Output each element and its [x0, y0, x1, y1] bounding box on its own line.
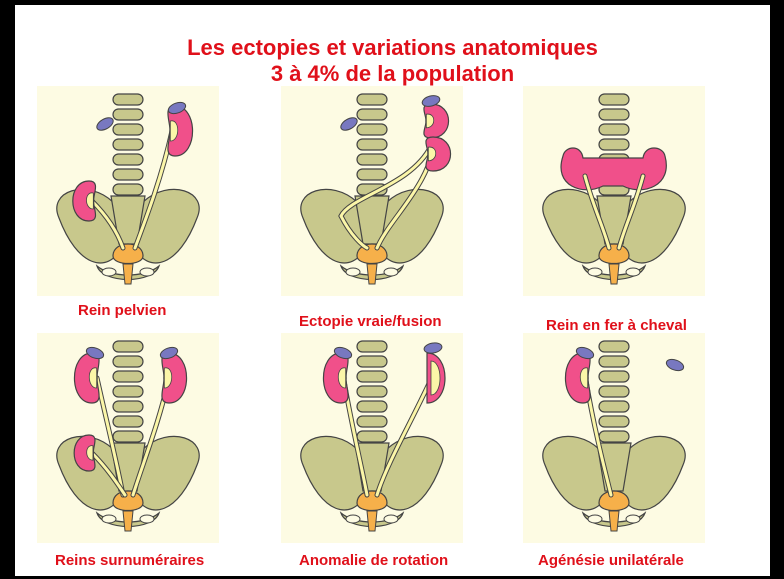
illustration-reins-surnumeraires [37, 333, 219, 543]
caption-anomalie-rotation: Anomalie de rotation [299, 552, 448, 569]
caption-fer-a-cheval: Rein en fer à cheval [546, 317, 687, 334]
vertebra [599, 416, 629, 427]
caption-rein-pelvien: Rein pelvien [78, 302, 166, 319]
panel-ectopie-vraie [281, 86, 463, 296]
caption-agenesie: Agénésie unilatérale [538, 552, 684, 569]
urethra [367, 511, 377, 531]
vertebra [357, 109, 387, 120]
vertebra [113, 431, 143, 442]
panel-rein-pelvien [37, 86, 219, 296]
slide-subtitle: 3 à 4% de la population [15, 61, 770, 87]
vertebra [357, 139, 387, 150]
caption-reins-surnumeraires: Reins surnuméraires [55, 552, 204, 569]
urethra [367, 264, 377, 284]
vertebra [357, 341, 387, 352]
obturator-foramen [102, 268, 116, 276]
obturator-foramen [102, 515, 116, 523]
illustration-anomalie-rotation [281, 333, 463, 543]
caption-ectopie-vraie: Ectopie vraie/fusion [299, 313, 442, 330]
panel-fer-a-cheval [523, 86, 705, 296]
panel-anomalie-rotation [281, 333, 463, 543]
bladder [113, 244, 143, 264]
vertebra [599, 371, 629, 382]
urethra [123, 511, 133, 531]
obturator-foramen [140, 515, 154, 523]
obturator-foramen [588, 515, 602, 523]
vertebra [113, 341, 143, 352]
bladder [599, 491, 629, 511]
vertebra [599, 386, 629, 397]
bladder [113, 491, 143, 511]
vertebra [599, 139, 629, 150]
slide: Les ectopies et variations anatomiques 3… [15, 5, 770, 576]
vertebra [357, 169, 387, 180]
vertebra [357, 386, 387, 397]
obturator-foramen [346, 515, 360, 523]
slide-title: Les ectopies et variations anatomiques [15, 35, 770, 61]
vertebra [113, 94, 143, 105]
vertebra [357, 94, 387, 105]
panel-agenesie [523, 333, 705, 543]
urethra [609, 264, 619, 284]
vertebra [599, 356, 629, 367]
obturator-foramen [346, 268, 360, 276]
vertebra [113, 386, 143, 397]
vertebra [599, 341, 629, 352]
illustration-fer-a-cheval [523, 86, 705, 296]
urethra [609, 511, 619, 531]
vertebra [599, 124, 629, 135]
vertebra [357, 371, 387, 382]
vertebra [357, 416, 387, 427]
vertebra [113, 371, 143, 382]
illustration-rein-pelvien [37, 86, 219, 296]
vertebra [113, 124, 143, 135]
vertebra [113, 356, 143, 367]
vertebra [599, 431, 629, 442]
vertebra [599, 109, 629, 120]
illustration-ectopie-vraie [281, 86, 463, 296]
vertebra [357, 401, 387, 412]
vertebra [113, 139, 143, 150]
illustration-agenesie [523, 333, 705, 543]
vertebra [357, 431, 387, 442]
obturator-foramen [626, 515, 640, 523]
vertebra [113, 154, 143, 165]
vertebra [113, 184, 143, 195]
vertebra [599, 94, 629, 105]
vertebra [357, 124, 387, 135]
vertebra [113, 401, 143, 412]
bladder [357, 491, 387, 511]
obturator-foramen [384, 515, 398, 523]
vertebra [357, 356, 387, 367]
bladder [599, 244, 629, 264]
obturator-foramen [140, 268, 154, 276]
vertebra [113, 169, 143, 180]
panel-reins-surnumeraires [37, 333, 219, 543]
obturator-foramen [626, 268, 640, 276]
vertebra [113, 416, 143, 427]
vertebra [599, 401, 629, 412]
vertebra [357, 154, 387, 165]
obturator-foramen [588, 268, 602, 276]
urethra [123, 264, 133, 284]
vertebra [113, 109, 143, 120]
obturator-foramen [384, 268, 398, 276]
